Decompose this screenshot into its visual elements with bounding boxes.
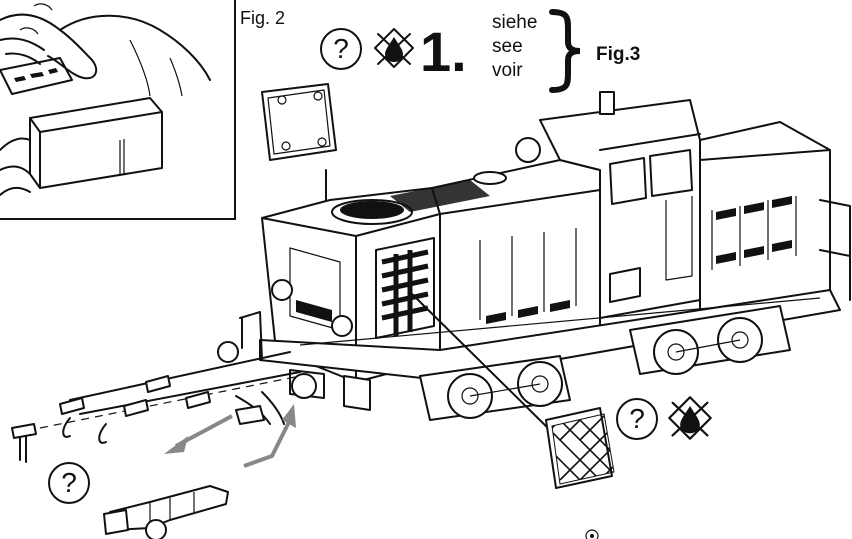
reference-word-fr: voir bbox=[492, 60, 523, 81]
inset-hand-illustration bbox=[0, 3, 211, 196]
leader-line bbox=[409, 291, 557, 437]
coupler-part bbox=[103, 485, 229, 539]
curly-brace-icon bbox=[549, 9, 581, 93]
figure-reference: Fig.3 bbox=[596, 44, 641, 65]
detail-parts bbox=[11, 351, 301, 463]
oil-drop-prohibited-icon bbox=[374, 28, 414, 68]
figure-label: Fig. 2 bbox=[240, 8, 286, 28]
buffers bbox=[217, 341, 371, 411]
cover-plate bbox=[261, 83, 337, 206]
question-circle-icon: ? bbox=[48, 462, 90, 504]
wheels bbox=[419, 305, 791, 421]
inset-frame bbox=[0, 0, 236, 220]
question-circle-icon: ? bbox=[320, 28, 362, 70]
reference-word-en: see bbox=[492, 36, 523, 57]
locomotive-body bbox=[217, 91, 851, 421]
grille-part bbox=[545, 407, 615, 489]
gear-logo-icon bbox=[585, 529, 599, 539]
arrow-icon bbox=[164, 404, 296, 468]
step-instruction: ? 1. siehe see voir Fig.3 bbox=[320, 6, 660, 96]
step-number: 1. bbox=[420, 20, 467, 83]
question-circle-icon: ? bbox=[616, 398, 658, 440]
oil-drop-prohibited-icon bbox=[668, 396, 712, 440]
reference-word-de: siehe bbox=[492, 12, 538, 33]
